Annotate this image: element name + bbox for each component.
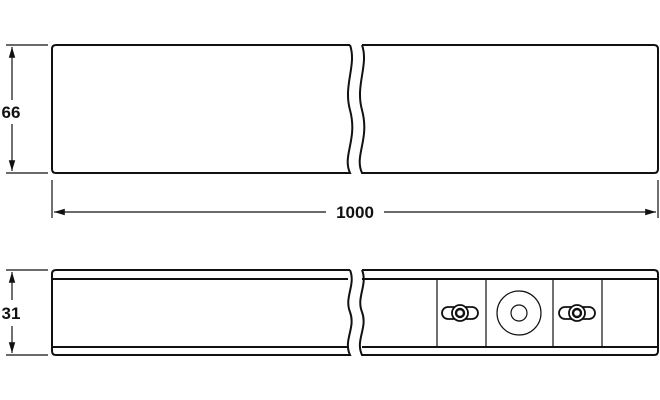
center-hole-icon [496,290,542,336]
height-dimension-31: 31 [2,269,48,356]
wing-nut-icon [441,304,479,322]
height-dimension-66: 66 [2,44,48,174]
dimension-label-66: 66 [2,103,21,122]
top-right-segment [358,44,659,174]
side-right-segment [358,269,659,356]
side-left-segment [51,269,353,356]
length-dimension-1000: 1000 [51,180,659,222]
dimension-label-1000: 1000 [336,203,374,222]
wing-nut-icon [558,304,596,322]
top-left-segment [51,44,354,174]
side-view [51,269,659,356]
dimension-label-31: 31 [2,304,21,323]
top-view [51,44,659,174]
